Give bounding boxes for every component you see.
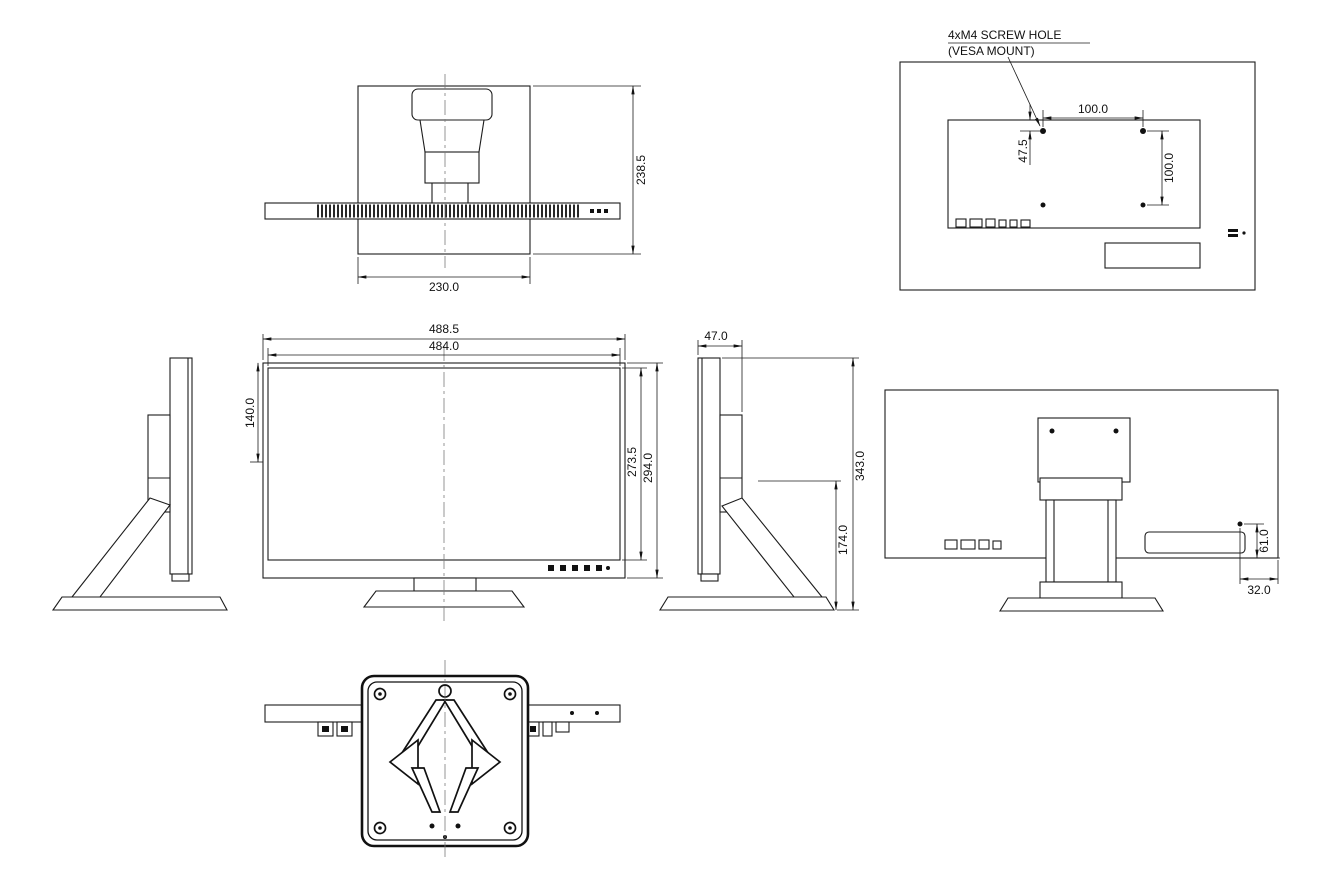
vesa-hole-bottom-left bbox=[1040, 202, 1046, 208]
bottom-ports-left bbox=[317, 721, 353, 737]
dim-side-total-height: 343.0 bbox=[722, 357, 867, 611]
rear-port-row bbox=[955, 218, 1031, 228]
base-plate-triangle-left bbox=[388, 738, 419, 786]
top-stand-cap bbox=[411, 88, 493, 121]
view-front: 488.5 484.0 140.0 273.5 294.0 bbox=[243, 322, 663, 622]
view-side-right: 47.0 174.0 343.0 bbox=[659, 329, 867, 611]
dim-top-width: 230.0 bbox=[357, 257, 531, 294]
bottom-screw-dot bbox=[570, 711, 574, 715]
sideR-panel bbox=[697, 357, 721, 575]
dim-vesa-pitch-v: 100.0 bbox=[1147, 130, 1176, 206]
top-button-dot bbox=[597, 209, 601, 213]
dim-front-height-outer: 294.0 bbox=[627, 362, 663, 579]
dim-label-front-height-outer: 294.0 bbox=[641, 453, 655, 483]
rearS-stand-foot bbox=[1039, 581, 1123, 599]
rearS-control-dot bbox=[1237, 521, 1243, 527]
dim-label-side-depth: 47.0 bbox=[704, 329, 728, 343]
rear-recess-outline bbox=[947, 119, 1201, 229]
base-plate-dot bbox=[429, 823, 435, 829]
front-control-buttons bbox=[548, 565, 610, 571]
dim-label-rear-offset-h: 32.0 bbox=[1247, 583, 1271, 597]
dim-vesa-top-offset: 47.5 bbox=[1016, 104, 1040, 165]
view-rear-stand: 61.0 32.0 bbox=[884, 389, 1280, 612]
dim-label-vesa-pitch-h: 100.0 bbox=[1078, 102, 1108, 116]
dim-rear-control-offset-h: 32.0 bbox=[1239, 528, 1279, 597]
base-plate-slot-lower-right bbox=[448, 767, 480, 813]
vesa-hole-top-left bbox=[1040, 128, 1046, 134]
base-plate-triangle-right bbox=[471, 738, 502, 786]
dim-label-front-width-outer: 488.5 bbox=[429, 322, 459, 336]
sideL-bottom-step bbox=[171, 573, 190, 582]
dim-label-front-height-active: 273.5 bbox=[625, 447, 639, 477]
top-screen-hatch bbox=[315, 204, 580, 218]
rearS-port-row bbox=[944, 539, 1002, 550]
vesa-callout-leader bbox=[1007, 56, 1041, 127]
vesa-callout: 4xM4 SCREW HOLE (VESA MOUNT) bbox=[948, 28, 1090, 127]
dim-label-top-width: 230.0 bbox=[429, 280, 459, 294]
view-top: 238.5 230.0 bbox=[264, 74, 648, 294]
top-button-dot bbox=[604, 209, 608, 213]
rearS-screw-left bbox=[1049, 428, 1055, 434]
bottom-screw-dot bbox=[595, 711, 599, 715]
rear-label-plate bbox=[1104, 242, 1201, 269]
rear-panel-outline bbox=[899, 61, 1256, 291]
dim-label-vesa-pitch-v: 100.0 bbox=[1162, 153, 1176, 183]
rearS-screw-right bbox=[1113, 428, 1119, 434]
vesa-hole-top-right bbox=[1140, 128, 1146, 134]
dim-label-rear-offset-v: 61.0 bbox=[1257, 529, 1271, 553]
dim-vesa-pitch-h: 100.0 bbox=[1042, 102, 1144, 127]
top-stand-neck bbox=[419, 119, 485, 153]
dim-front-height-active: 273.5 bbox=[622, 367, 647, 561]
dim-label-side-total-height: 343.0 bbox=[853, 451, 867, 481]
front-stand-neck bbox=[413, 577, 477, 592]
dim-label-front-width-active: 484.0 bbox=[429, 339, 459, 353]
sideL-stand-arm bbox=[70, 497, 171, 598]
dim-label-side-hinge-height: 174.0 bbox=[836, 525, 850, 555]
rearS-stand-column bbox=[1045, 499, 1117, 583]
base-plate-corner-screws bbox=[373, 687, 517, 835]
sideR-bottom-step bbox=[700, 573, 719, 582]
dim-top-height: 238.5 bbox=[533, 85, 648, 255]
rearS-stand-base bbox=[999, 597, 1164, 612]
dim-side-hinge-height: 174.0 bbox=[758, 480, 850, 611]
vesa-callout-line2: (VESA MOUNT) bbox=[948, 44, 1035, 58]
dim-label-front-top-offset: 140.0 bbox=[243, 398, 257, 428]
view-rear-vesa: 100.0 100.0 47.5 4xM4 SCREW HOLE (VESA M… bbox=[899, 28, 1256, 291]
bottom-ports-right bbox=[526, 721, 570, 737]
view-bottom bbox=[264, 660, 621, 858]
rearS-vent-slot bbox=[1144, 531, 1246, 554]
sideL-back-housing bbox=[147, 414, 171, 513]
view-side-left bbox=[51, 357, 228, 611]
sideR-stand-base bbox=[659, 596, 835, 611]
top-hinge-block bbox=[424, 151, 480, 184]
dim-front-width-outer: 488.5 bbox=[262, 322, 626, 360]
dim-side-depth: 47.0 bbox=[697, 329, 743, 412]
dim-front-width-active: 484.0 bbox=[267, 339, 621, 366]
dim-front-top-offset: 140.0 bbox=[243, 362, 263, 463]
sideL-stand-base bbox=[51, 596, 228, 611]
base-plate-dot bbox=[455, 823, 461, 829]
rear-power-marks bbox=[1228, 229, 1246, 237]
dim-label-vesa-top-offset: 47.5 bbox=[1016, 139, 1030, 163]
bottom-base-plate bbox=[360, 674, 530, 848]
top-base-outline bbox=[357, 85, 531, 255]
vesa-hole-bottom-right bbox=[1140, 202, 1146, 208]
dim-label-top-height: 238.5 bbox=[634, 155, 648, 185]
top-button-dot bbox=[590, 209, 594, 213]
sideR-back-housing bbox=[719, 414, 743, 513]
base-plate-slot-lower-left bbox=[410, 767, 442, 813]
dim-rear-control-offset-v: 61.0 bbox=[1244, 523, 1280, 559]
vesa-callout-line1: 4xM4 SCREW HOLE bbox=[948, 28, 1061, 42]
sideR-stand-arm bbox=[721, 497, 824, 598]
sideL-panel bbox=[169, 357, 193, 575]
rearS-hinge-block bbox=[1039, 477, 1123, 501]
rearS-vesa-plate bbox=[1037, 417, 1131, 483]
